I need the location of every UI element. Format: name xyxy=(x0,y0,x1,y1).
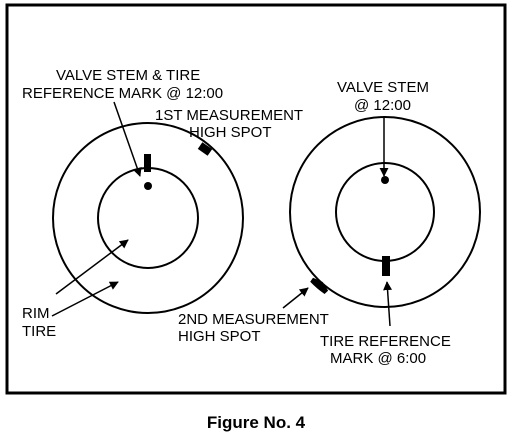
right-tire-reference-mark xyxy=(382,256,390,276)
right-wheel xyxy=(282,116,481,327)
tire-arrow xyxy=(51,281,119,317)
second-measurement-label-line2: HIGH SPOT xyxy=(178,328,261,345)
tire-reference-arrow xyxy=(383,281,393,327)
right-tire-circle xyxy=(289,116,481,308)
left-valve-tire-label-line2: REFERENCE MARK @ 12:00 xyxy=(22,85,223,102)
rim-arrow xyxy=(55,239,129,295)
left-valve-tire-label-line1: VALVE STEM & TIRE xyxy=(56,67,200,84)
right-high-spot-mark xyxy=(310,277,329,295)
right-valve-label-line2: @ 12:00 xyxy=(354,97,411,114)
first-measurement-label-line1: 1ST MEASUREMENT xyxy=(155,107,303,124)
left-tire-circle xyxy=(52,122,244,314)
left-valve-arrow xyxy=(113,101,142,177)
left-tire-reference-mark xyxy=(144,154,151,172)
right-valve-stem-dot xyxy=(381,176,389,184)
right-valve-label-line1: VALVE STEM xyxy=(337,79,429,96)
tire-label: TIRE xyxy=(22,323,56,340)
tire-reference-label-line2: MARK @ 6:00 xyxy=(330,350,426,367)
rim-label: RIM xyxy=(22,305,50,322)
tire-reference-label-line1: TIRE REFERENCE xyxy=(320,333,451,350)
left-wheel xyxy=(51,101,244,317)
second-high-spot-arrow xyxy=(282,287,309,309)
left-valve-stem-dot xyxy=(144,182,152,190)
first-measurement-label-line2: HIGH SPOT xyxy=(189,124,272,141)
figure-frame xyxy=(5,3,507,395)
second-measurement-label-line1: 2ND MEASUREMENT xyxy=(178,311,329,328)
left-high-spot-mark xyxy=(197,142,213,156)
figure-caption: Figure No. 4 xyxy=(207,413,306,432)
